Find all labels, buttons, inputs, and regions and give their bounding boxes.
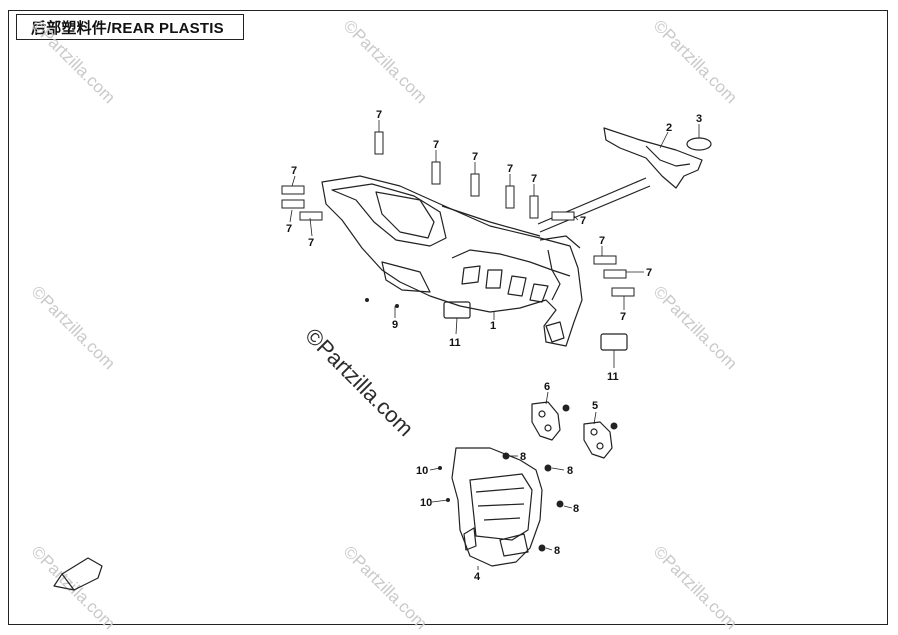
bracket-part-5 [583,421,613,459]
callout-3: 3 [696,113,702,125]
callout-8: 8 [567,465,573,477]
clip-fastener-7 [593,255,617,265]
callout-10: 10 [416,465,428,477]
callout-7: 7 [308,237,314,249]
callout-5: 5 [592,400,598,412]
callout-7: 7 [580,215,586,227]
callout-7: 7 [286,223,292,235]
callout-7: 7 [472,151,478,163]
clip-fastener-7 [281,199,305,209]
bracket-part-6 [531,401,561,441]
bolt-8 [544,464,552,472]
bolt-8 [538,544,546,552]
clip-fastener-7 [374,131,384,155]
clip-fastener-7 [299,211,323,221]
callout-11: 11 [607,371,619,383]
callout-8: 8 [573,503,579,515]
clip-fastener-7 [551,211,575,221]
reflector-part-11 [600,333,628,351]
callout-8: 8 [520,451,526,463]
mud-flap-part-2 [603,127,703,189]
callout-4: 4 [474,571,481,583]
callout-6: 6 [544,381,550,393]
callout-8: 8 [554,545,560,557]
bolt-8 [610,422,618,430]
clip-fastener-7 [431,161,441,185]
diagram-title: 后部塑料件/REAR PLASTIS [16,14,244,40]
bolt-8 [502,452,510,460]
callout-7: 7 [507,163,513,175]
callout-11: 11 [449,337,461,349]
callout-10: 10 [420,497,432,509]
callout-7: 7 [599,235,605,247]
callout-7: 7 [433,139,439,151]
callout-7: 7 [646,267,652,279]
clip-fastener-7 [529,195,539,219]
clip-fastener-7 [470,173,480,197]
clip-fastener-7 [611,287,635,297]
bolt-8 [556,500,564,508]
orientation-arrow-icon [53,557,103,591]
callout-7: 7 [620,311,626,323]
callout-7: 7 [291,165,297,177]
drawing-frame [8,10,888,625]
rear-panel-part-4 [451,447,543,567]
rear-fender-part-1 [321,175,583,347]
screw-9 [365,298,369,302]
callout-7: 7 [531,173,537,185]
callout-9: 9 [392,319,398,331]
bolt-8 [562,404,570,412]
screw-9 [395,304,399,308]
clip-fastener-7 [281,185,305,195]
clip-fastener-7 [505,185,515,209]
callout-2: 2 [666,122,672,134]
oval-badge-part-3 [686,137,712,151]
callout-7: 7 [376,109,382,121]
callout-1: 1 [490,320,496,332]
clip-fastener-7 [603,269,627,279]
